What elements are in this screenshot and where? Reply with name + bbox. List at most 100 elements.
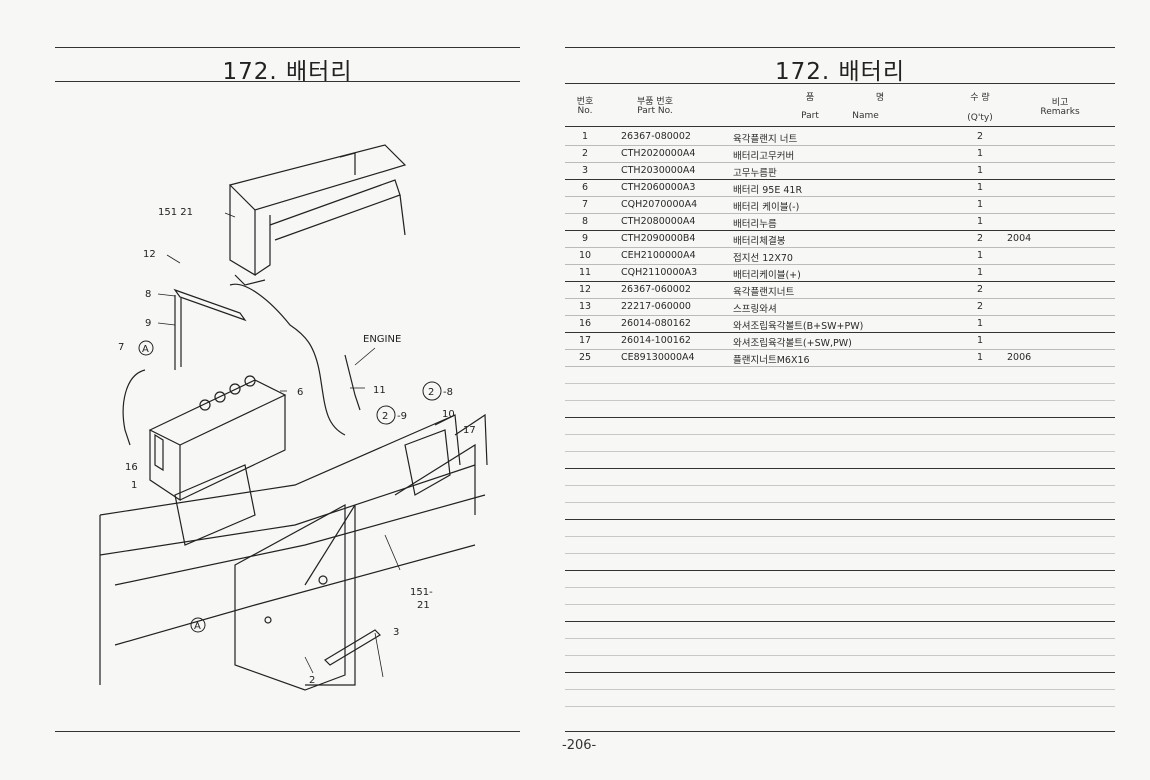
negative-cable: [122, 369, 146, 446]
header-qty-ko: 수 량: [970, 93, 990, 103]
callout-1: 1: [131, 480, 137, 491]
callout-7: 7: [118, 342, 124, 353]
blank-rule: [565, 451, 1115, 452]
cell-part-no: CQH2110000A3: [621, 267, 698, 278]
blank-rule: [565, 655, 1115, 656]
cell-qty: 1: [976, 352, 984, 363]
cell-remarks: 2004: [1007, 233, 1032, 244]
marker-a-top: A: [142, 344, 149, 355]
cell-part-no: CEH2100000A4: [621, 250, 696, 261]
cell-part-no: CQH2070000A4: [621, 199, 698, 210]
right-page-title: 172. 배터리: [774, 59, 905, 85]
table-row: 16 26014-080162 와셔조립육각볼트(B+SW+PW) 1: [565, 315, 1115, 332]
battery-exploded-diagram: 151 21 12 8 9 7 A 16 1 6 11 ENGINE 2 -8 …: [99, 144, 488, 691]
header-rule: [565, 126, 1115, 127]
blank-rule: [565, 621, 1115, 622]
callout-17: 17: [463, 425, 476, 436]
cell-remarks: 2006: [1007, 352, 1032, 363]
cell-no: 25: [578, 352, 592, 363]
cell-qty: 1: [976, 216, 984, 227]
cell-part-no: CTH2030000A4: [621, 165, 696, 176]
cell-part-name: 배터리체결봉: [733, 236, 786, 247]
row-divider: [565, 162, 1115, 163]
row-divider: [565, 315, 1115, 316]
cell-part-no: CE89130000A4: [621, 352, 695, 363]
engine-label: ENGINE: [363, 334, 401, 345]
header-no-en: No.: [577, 106, 593, 116]
callout-3: 3: [393, 627, 399, 638]
cell-no: 16: [578, 318, 592, 329]
blank-rule: [565, 706, 1115, 707]
cell-no: 17: [578, 335, 592, 346]
blank-rule: [565, 434, 1115, 435]
blank-rule: [565, 536, 1115, 537]
header-no-ko: 번호: [576, 97, 594, 107]
row-divider: [565, 366, 1115, 367]
cell-no: 7: [581, 199, 589, 210]
cell-part-name: 육각플랜지 너트: [733, 134, 798, 145]
cell-no: 1: [581, 131, 589, 142]
blank-rule: [565, 417, 1115, 418]
row-divider: [565, 298, 1115, 299]
cell-qty: 1: [976, 199, 984, 210]
header-remarks-en: Remarks: [1040, 107, 1080, 117]
left-title-rule-top: [55, 47, 520, 48]
cell-part-name: 플랜지너트M6X16: [733, 355, 810, 366]
header-remarks-ko: 비고: [1051, 98, 1069, 108]
cell-no: 11: [578, 267, 592, 278]
blank-rule: [565, 587, 1115, 588]
page-number: -206-: [562, 738, 597, 753]
row-divider: [565, 213, 1115, 214]
cell-part-name: 고무누름판: [733, 168, 777, 179]
header-part-no-en: Part No.: [637, 106, 673, 116]
cell-qty: 2: [976, 131, 984, 142]
positive-cable: [229, 283, 346, 436]
row-divider: [565, 230, 1115, 231]
cell-part-no: CTH2060000A3: [621, 182, 696, 193]
label-21-bottom: 21: [417, 600, 430, 611]
cell-no: 2: [581, 148, 589, 159]
cell-part-no: 26014-080162: [621, 318, 691, 329]
callout-9: 9: [145, 318, 151, 329]
callout-6: 6: [297, 387, 303, 398]
hold-down-bar: [173, 288, 247, 370]
cell-part-no: 26367-080002: [621, 131, 691, 142]
cell-qty: 1: [976, 318, 984, 329]
row-divider: [565, 281, 1115, 282]
table-bottom-rule: [565, 731, 1115, 732]
header-part-en: Part: [801, 111, 819, 121]
cell-part-name: 와셔조립육각볼트(B+SW+PW): [733, 321, 864, 332]
cell-no: 9: [581, 233, 589, 244]
left-footer-rule: [55, 731, 520, 732]
label-151-bottom: 151-: [410, 587, 433, 598]
blank-rule: [565, 570, 1115, 571]
cell-no: 6: [581, 182, 589, 193]
blank-rule: [565, 604, 1115, 605]
blank-rule: [565, 638, 1115, 639]
cell-part-name: 배터리누름: [733, 219, 777, 230]
blank-rule: [565, 502, 1115, 503]
right-title-rule-bottom: [565, 83, 1115, 84]
cell-part-name: 스프링와셔: [733, 304, 777, 315]
circled-2-a: 2: [428, 387, 434, 398]
cell-part-no: 26014-100162: [621, 335, 691, 346]
cell-part-no: CTH2020000A4: [621, 148, 696, 159]
cell-part-name: 육각플랜지너트: [733, 287, 795, 298]
header-part-name-ko-1: 품: [805, 93, 815, 103]
rubber-press-plate: [324, 629, 381, 666]
callout-11: 11: [373, 385, 386, 396]
frame-bracket-top: [228, 144, 407, 286]
blank-rule: [565, 672, 1115, 673]
left-page-title: 172. 배터리: [222, 59, 353, 85]
right-title-rule-top: [565, 47, 1115, 48]
cell-qty: 2: [976, 233, 984, 244]
blank-rule: [565, 468, 1115, 469]
row-divider: [565, 247, 1115, 248]
label-151-21-top: 151 21: [158, 207, 193, 218]
